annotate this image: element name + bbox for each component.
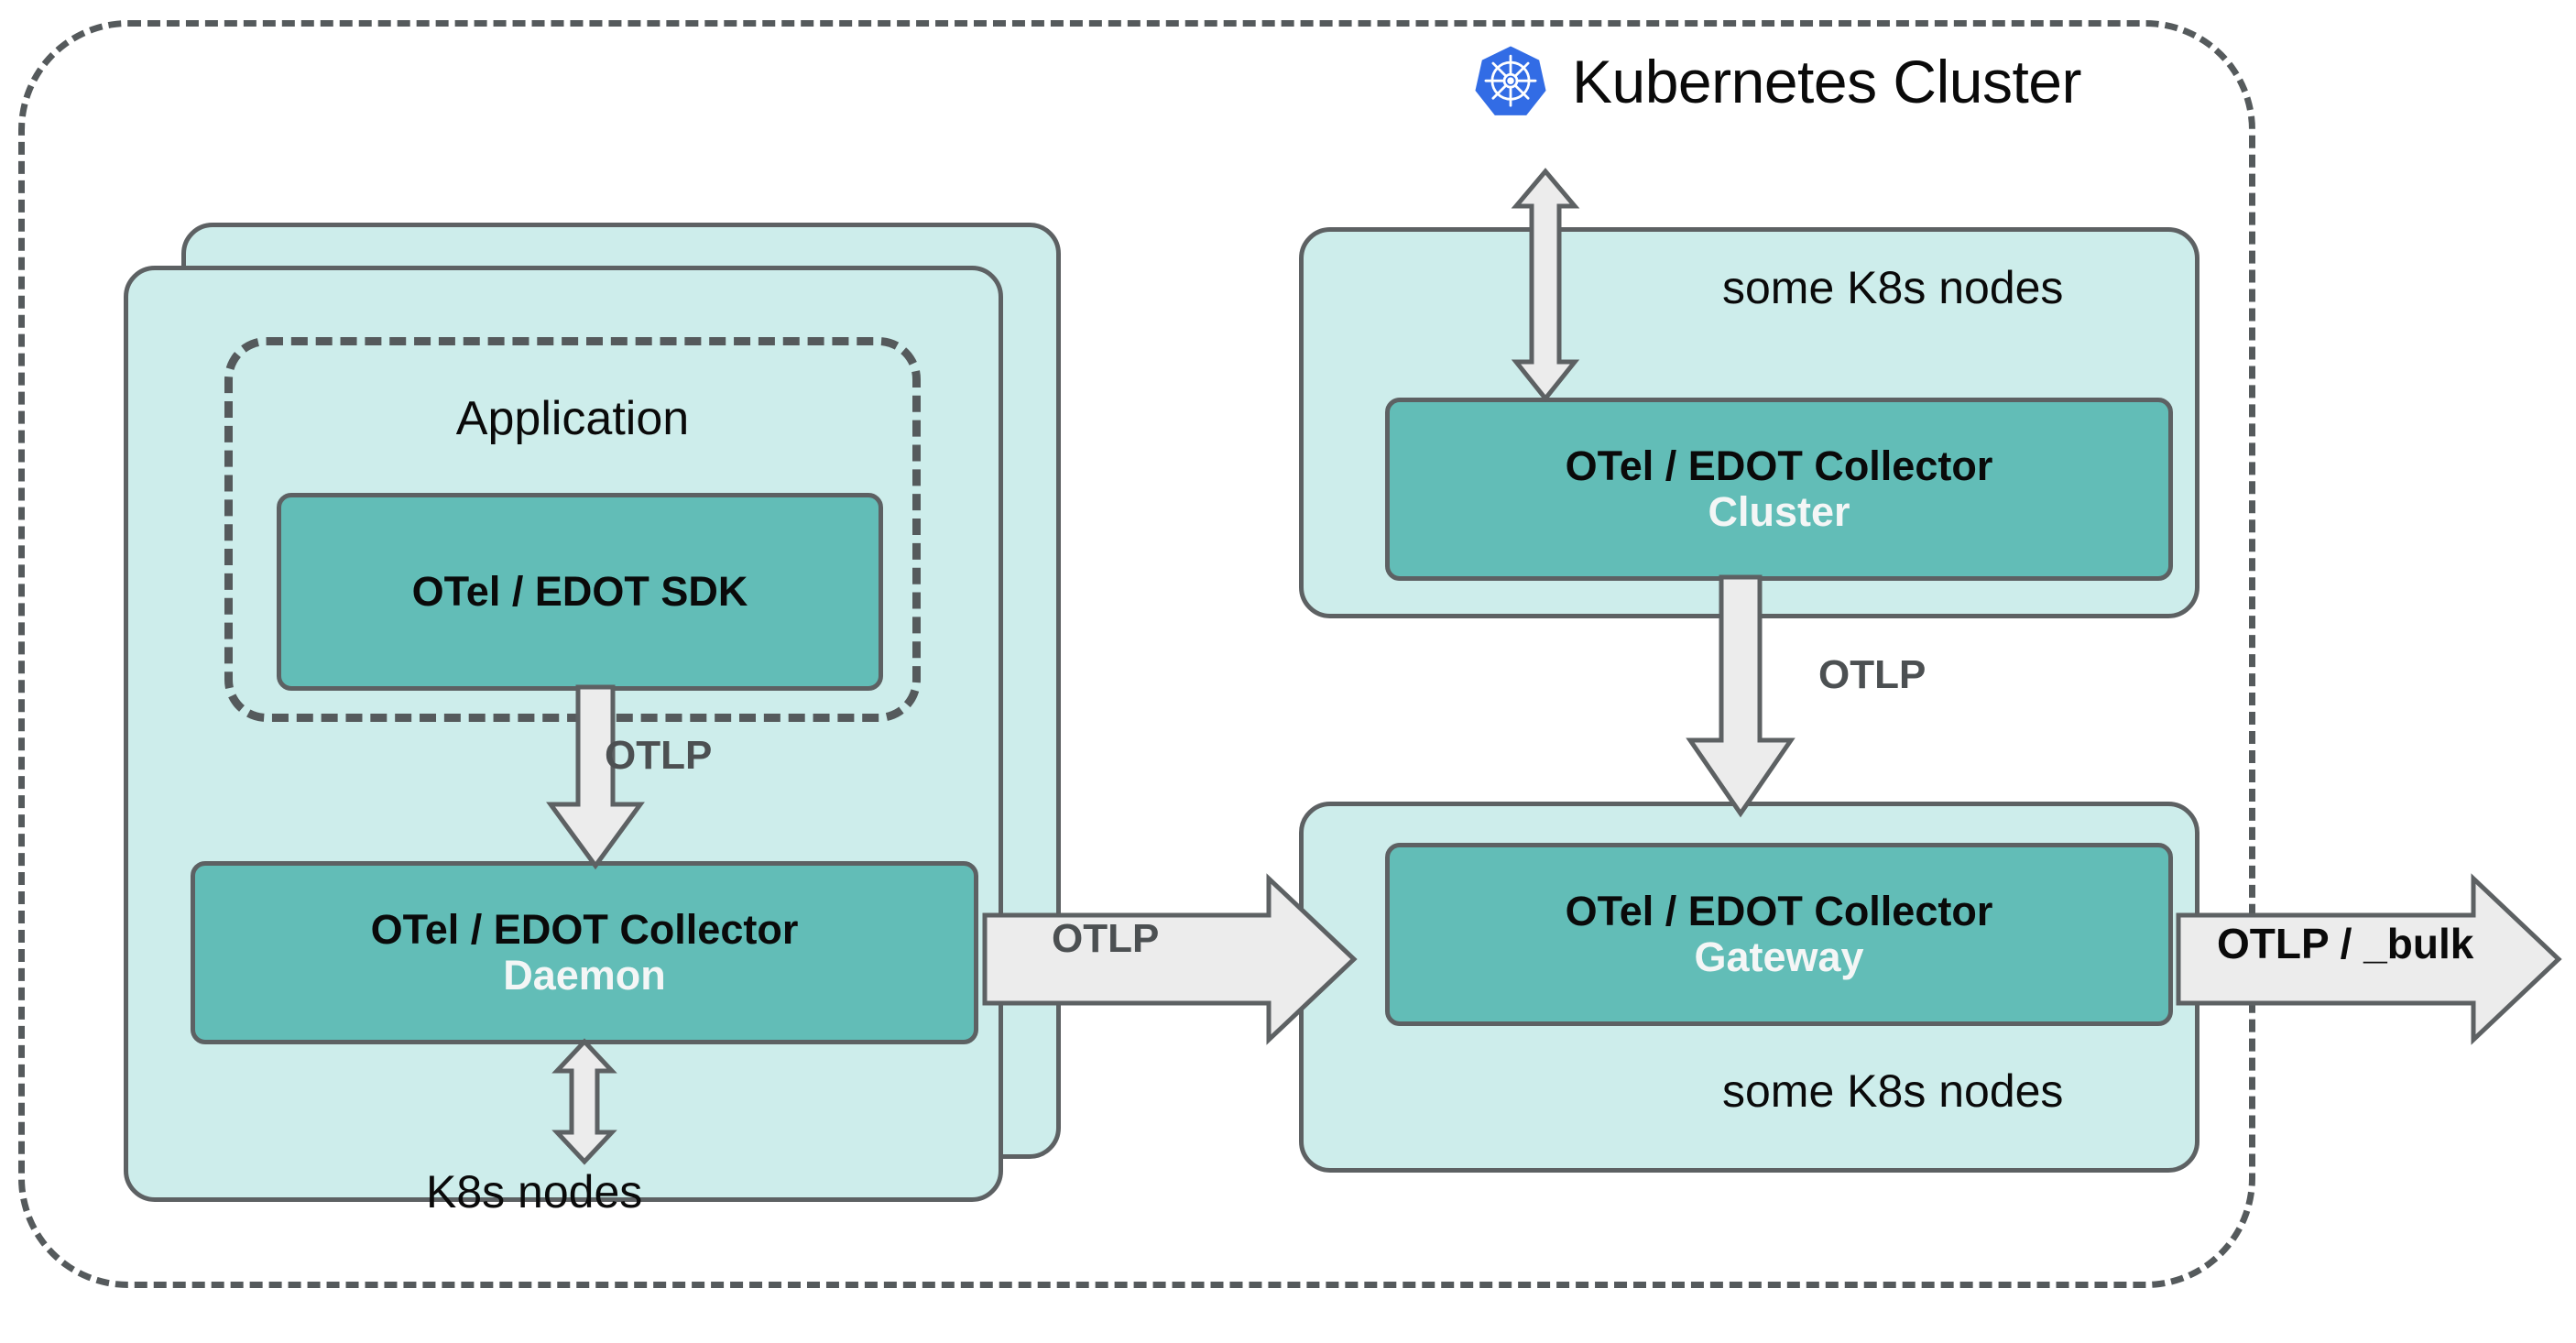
caption-some-k8s-nodes-cluster: some K8s nodes <box>1722 262 2064 313</box>
collector-daemon-subtitle: Daemon <box>503 952 666 999</box>
otel-edot-sdk-box[interactable]: OTel / EDOT SDK <box>277 493 883 691</box>
collector-gateway-subtitle: Gateway <box>1694 934 1864 980</box>
collector-cluster-subtitle: Cluster <box>1708 488 1850 535</box>
arrow-k8s-api-to-cluster-icon <box>1511 168 1580 403</box>
kubernetes-cluster-label: Kubernetes Cluster <box>1572 48 2081 115</box>
kubernetes-cluster-title: Kubernetes Cluster <box>1473 44 2081 119</box>
arrow-daemon-to-gateway-icon <box>982 873 1358 1045</box>
kubernetes-logo-icon <box>1475 46 1546 115</box>
kubernetes-cluster-boundary <box>18 20 2255 1288</box>
arrow-daemon-to-nodes-icon <box>551 1038 617 1165</box>
collector-gateway-title: OTel / EDOT Collector <box>1565 887 1993 934</box>
otel-edot-sdk-title: OTel / EDOT SDK <box>411 567 748 615</box>
arrow-label-otlp-horizontal: OTLP <box>1052 916 1160 961</box>
caption-some-k8s-nodes-gateway: some K8s nodes <box>1722 1065 2064 1117</box>
arrow-label-otlp-sdk: OTLP <box>605 733 713 778</box>
otel-edot-collector-daemon-box[interactable]: OTel / EDOT Collector Daemon <box>191 861 978 1044</box>
arrow-gateway-to-external-icon <box>2176 873 2562 1045</box>
arrow-cluster-to-gateway-icon <box>1686 574 1796 818</box>
caption-k8s-nodes-daemon: K8s nodes <box>426 1166 643 1217</box>
arrow-label-otlp-vertical: OTLP <box>1818 652 1927 697</box>
collector-cluster-title: OTel / EDOT Collector <box>1565 442 1993 489</box>
application-container: Application <box>224 337 921 722</box>
collector-daemon-title: OTel / EDOT Collector <box>370 905 799 953</box>
application-label: Application <box>455 392 690 445</box>
arrow-label-otlp-bulk: OTLP / _bulk <box>2217 920 2474 967</box>
otel-edot-collector-cluster-box[interactable]: OTel / EDOT Collector Cluster <box>1385 398 2173 581</box>
arrow-sdk-to-daemon-icon <box>546 684 645 870</box>
otel-edot-collector-gateway-box[interactable]: OTel / EDOT Collector Gateway <box>1385 843 2173 1026</box>
node-stack-front-card <box>124 266 1003 1202</box>
